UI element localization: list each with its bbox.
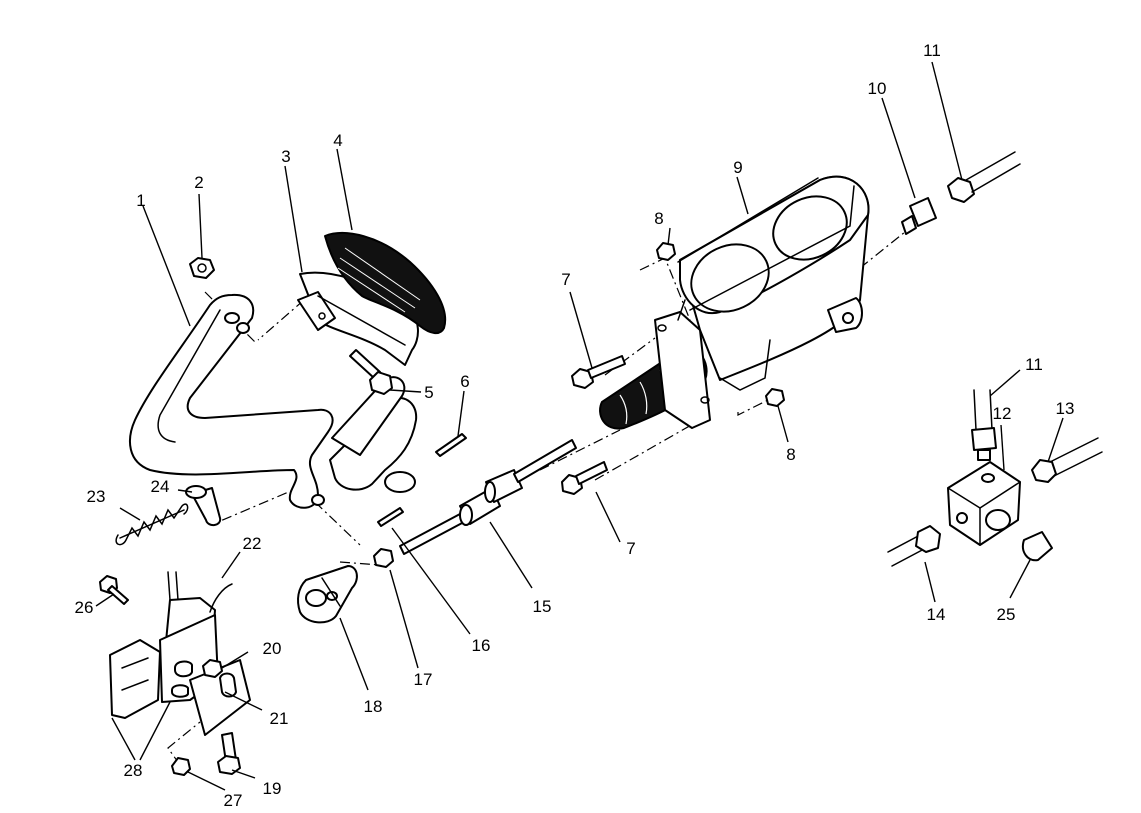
return-spring — [115, 503, 189, 546]
callout-15: 15 — [533, 597, 552, 616]
nut-8-upper — [656, 242, 676, 261]
bolt-5 — [349, 349, 393, 395]
callout-6: 6 — [460, 372, 469, 391]
callout-26: 26 — [75, 598, 94, 617]
cotter-pin-16 — [377, 507, 404, 527]
nut-8-lower — [765, 388, 785, 407]
brake-line-11-lower — [971, 389, 997, 461]
nut-20 — [202, 659, 223, 678]
callout-8-upper: 8 — [654, 209, 663, 228]
callout-21: 21 — [270, 709, 289, 728]
callout-labels: 1 2 3 4 5 6 7 7 8 8 9 10 11 11 12 13 14 … — [75, 41, 1075, 810]
callout-3: 3 — [281, 147, 290, 166]
callout-10: 10 — [868, 79, 887, 98]
tee-block — [947, 461, 1021, 546]
callout-14: 14 — [927, 605, 946, 624]
cotter-pin-6 — [435, 433, 467, 457]
callout-7-upper: 7 — [561, 270, 570, 289]
callout-4: 4 — [333, 131, 342, 150]
callout-17: 17 — [414, 670, 433, 689]
bolt-26 — [99, 575, 129, 605]
callout-22: 22 — [243, 534, 262, 553]
callout-2: 2 — [194, 173, 203, 192]
bolt-7-lower — [561, 461, 608, 495]
callout-19: 19 — [263, 779, 282, 798]
leader-lines — [95, 61, 1064, 791]
brake-line-14 — [887, 525, 941, 567]
pin-24 — [185, 485, 222, 526]
clevis — [297, 565, 358, 624]
callout-16: 16 — [472, 636, 491, 655]
callout-9: 9 — [733, 158, 742, 177]
backing-plate — [109, 639, 161, 719]
master-cylinder — [654, 175, 870, 429]
brake-line-11-upper — [947, 151, 1021, 203]
callout-5: 5 — [424, 383, 433, 402]
cap-plug — [1022, 531, 1053, 562]
callout-1: 1 — [136, 191, 145, 210]
callout-11-lower: 11 — [1025, 355, 1043, 374]
nut-27 — [171, 757, 191, 776]
fitting-10 — [901, 197, 937, 235]
callout-23: 23 — [87, 487, 106, 506]
nut-2 — [189, 257, 215, 279]
callout-13: 13 — [1056, 399, 1075, 418]
callout-18: 18 — [364, 697, 383, 716]
callout-12: 12 — [993, 404, 1012, 423]
callout-28: 28 — [124, 761, 143, 780]
callout-7-lower: 7 — [626, 539, 635, 558]
brake-pedal-arm — [129, 293, 418, 509]
jam-nut-17 — [373, 548, 394, 568]
bolt-19 — [217, 732, 241, 775]
callout-20: 20 — [263, 639, 282, 658]
callout-11-upper: 11 — [923, 41, 941, 60]
bolt-7-upper — [571, 355, 626, 389]
callout-24: 24 — [151, 477, 170, 496]
callout-8-lower: 8 — [786, 445, 795, 464]
callout-27: 27 — [224, 791, 243, 810]
mounting-bracket — [159, 614, 251, 736]
push-rod — [399, 439, 577, 555]
brake-line-13 — [1031, 437, 1103, 483]
rubber-pedal-pad — [324, 232, 447, 334]
callout-25: 25 — [997, 605, 1016, 624]
